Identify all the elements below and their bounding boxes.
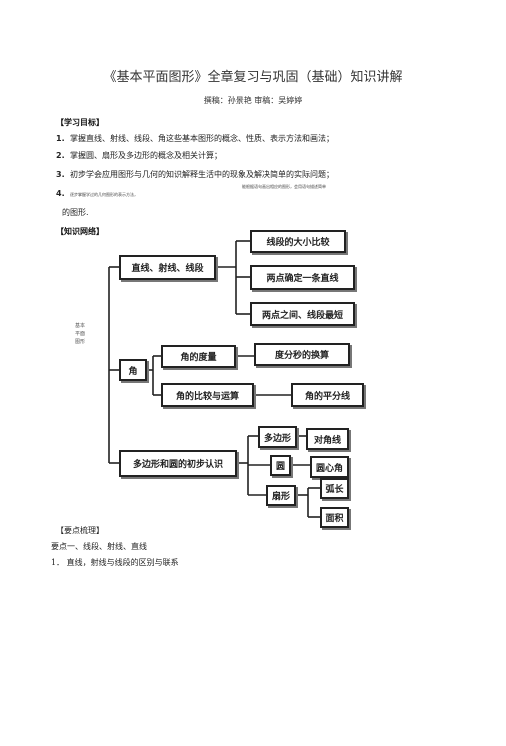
objective-text-1: 掌握直线、射线、线段、角这些基本图形的概念、性质、表示方法和画法； bbox=[70, 134, 334, 143]
node-polygon: 多边形 bbox=[258, 426, 297, 448]
node-sector: 扇形 bbox=[266, 485, 296, 506]
node-two-points-line: 两点确定一条直线 bbox=[250, 265, 355, 290]
document-title: 《基本平面图形》全章复习与巩固（基础）知识讲解 bbox=[103, 70, 403, 85]
objective-item-4: 4. 逐步掌握学过的几何图形的表示方法， bbox=[56, 189, 138, 198]
node-angle: 角 bbox=[119, 359, 147, 381]
points-heading: 【要点梳理】 bbox=[56, 526, 104, 535]
node-shortest-segment: 两点之间、线段最短 bbox=[250, 302, 355, 326]
objectives-heading: 【学习目标】 bbox=[56, 117, 104, 127]
node-area: 面积 bbox=[320, 507, 349, 528]
node-segment-compare: 线段的大小比较 bbox=[250, 230, 346, 253]
point-one-heading: 要点一、线段、射线、直线 bbox=[51, 542, 147, 551]
network-heading: 【知识网络】 bbox=[56, 226, 104, 236]
network-side-label: 基本平面图形 bbox=[74, 323, 85, 345]
node-angle-ops: 角的比较与运算 bbox=[161, 383, 254, 407]
objective-num-4: 4. bbox=[56, 189, 65, 198]
node-angle-measure: 角的度量 bbox=[161, 345, 236, 368]
authors-line: 撰稿：孙景艳 审稿：吴婷婷 bbox=[203, 96, 303, 105]
node-circle: 圆 bbox=[270, 455, 291, 476]
node-central-angle: 圆心角 bbox=[310, 456, 349, 478]
objective-text-4-left: 逐步掌握学过的几何图形的表示方法， bbox=[70, 192, 138, 197]
objective-text-4-right: 能根据语句画出相应的图形，会用语句描述简单 bbox=[242, 184, 326, 189]
node-polygon-circle: 多边形和圆的初步认识 bbox=[119, 450, 237, 477]
objective-text-3: 初步学会应用图形与几何的知识解释生活中的现象及解决简单的实际问题； bbox=[70, 170, 334, 179]
node-line-ray-segment: 直线、射线、线段 bbox=[119, 255, 216, 280]
objective-item-2: 2. 掌握圆、扇形及多边形的概念及相关计算； bbox=[56, 150, 222, 161]
objective-num-3: 3. bbox=[56, 170, 65, 179]
objective-text-2: 掌握圆、扇形及多边形的概念及相关计算； bbox=[70, 151, 222, 160]
node-angle-bisector: 角的平分线 bbox=[291, 383, 364, 407]
node-diagonal: 对角线 bbox=[306, 428, 349, 450]
point-one-item-1: 1． 直线，射线与线段的区别与联系 bbox=[51, 558, 179, 567]
objective-item-3: 3. 初步学会应用图形与几何的知识解释生活中的现象及解决简单的实际问题； bbox=[56, 169, 334, 180]
objective-num-1: 1. bbox=[56, 134, 65, 143]
objective-num-2: 2. bbox=[56, 151, 65, 160]
objective-text-4-cont: 的图形. bbox=[62, 208, 89, 217]
node-dms-conversion: 度分秒的换算 bbox=[254, 343, 350, 366]
node-arc-length: 弧长 bbox=[320, 478, 349, 499]
objective-item-1: 1. 掌握直线、射线、线段、角这些基本图形的概念、性质、表示方法和画法； bbox=[56, 133, 334, 144]
